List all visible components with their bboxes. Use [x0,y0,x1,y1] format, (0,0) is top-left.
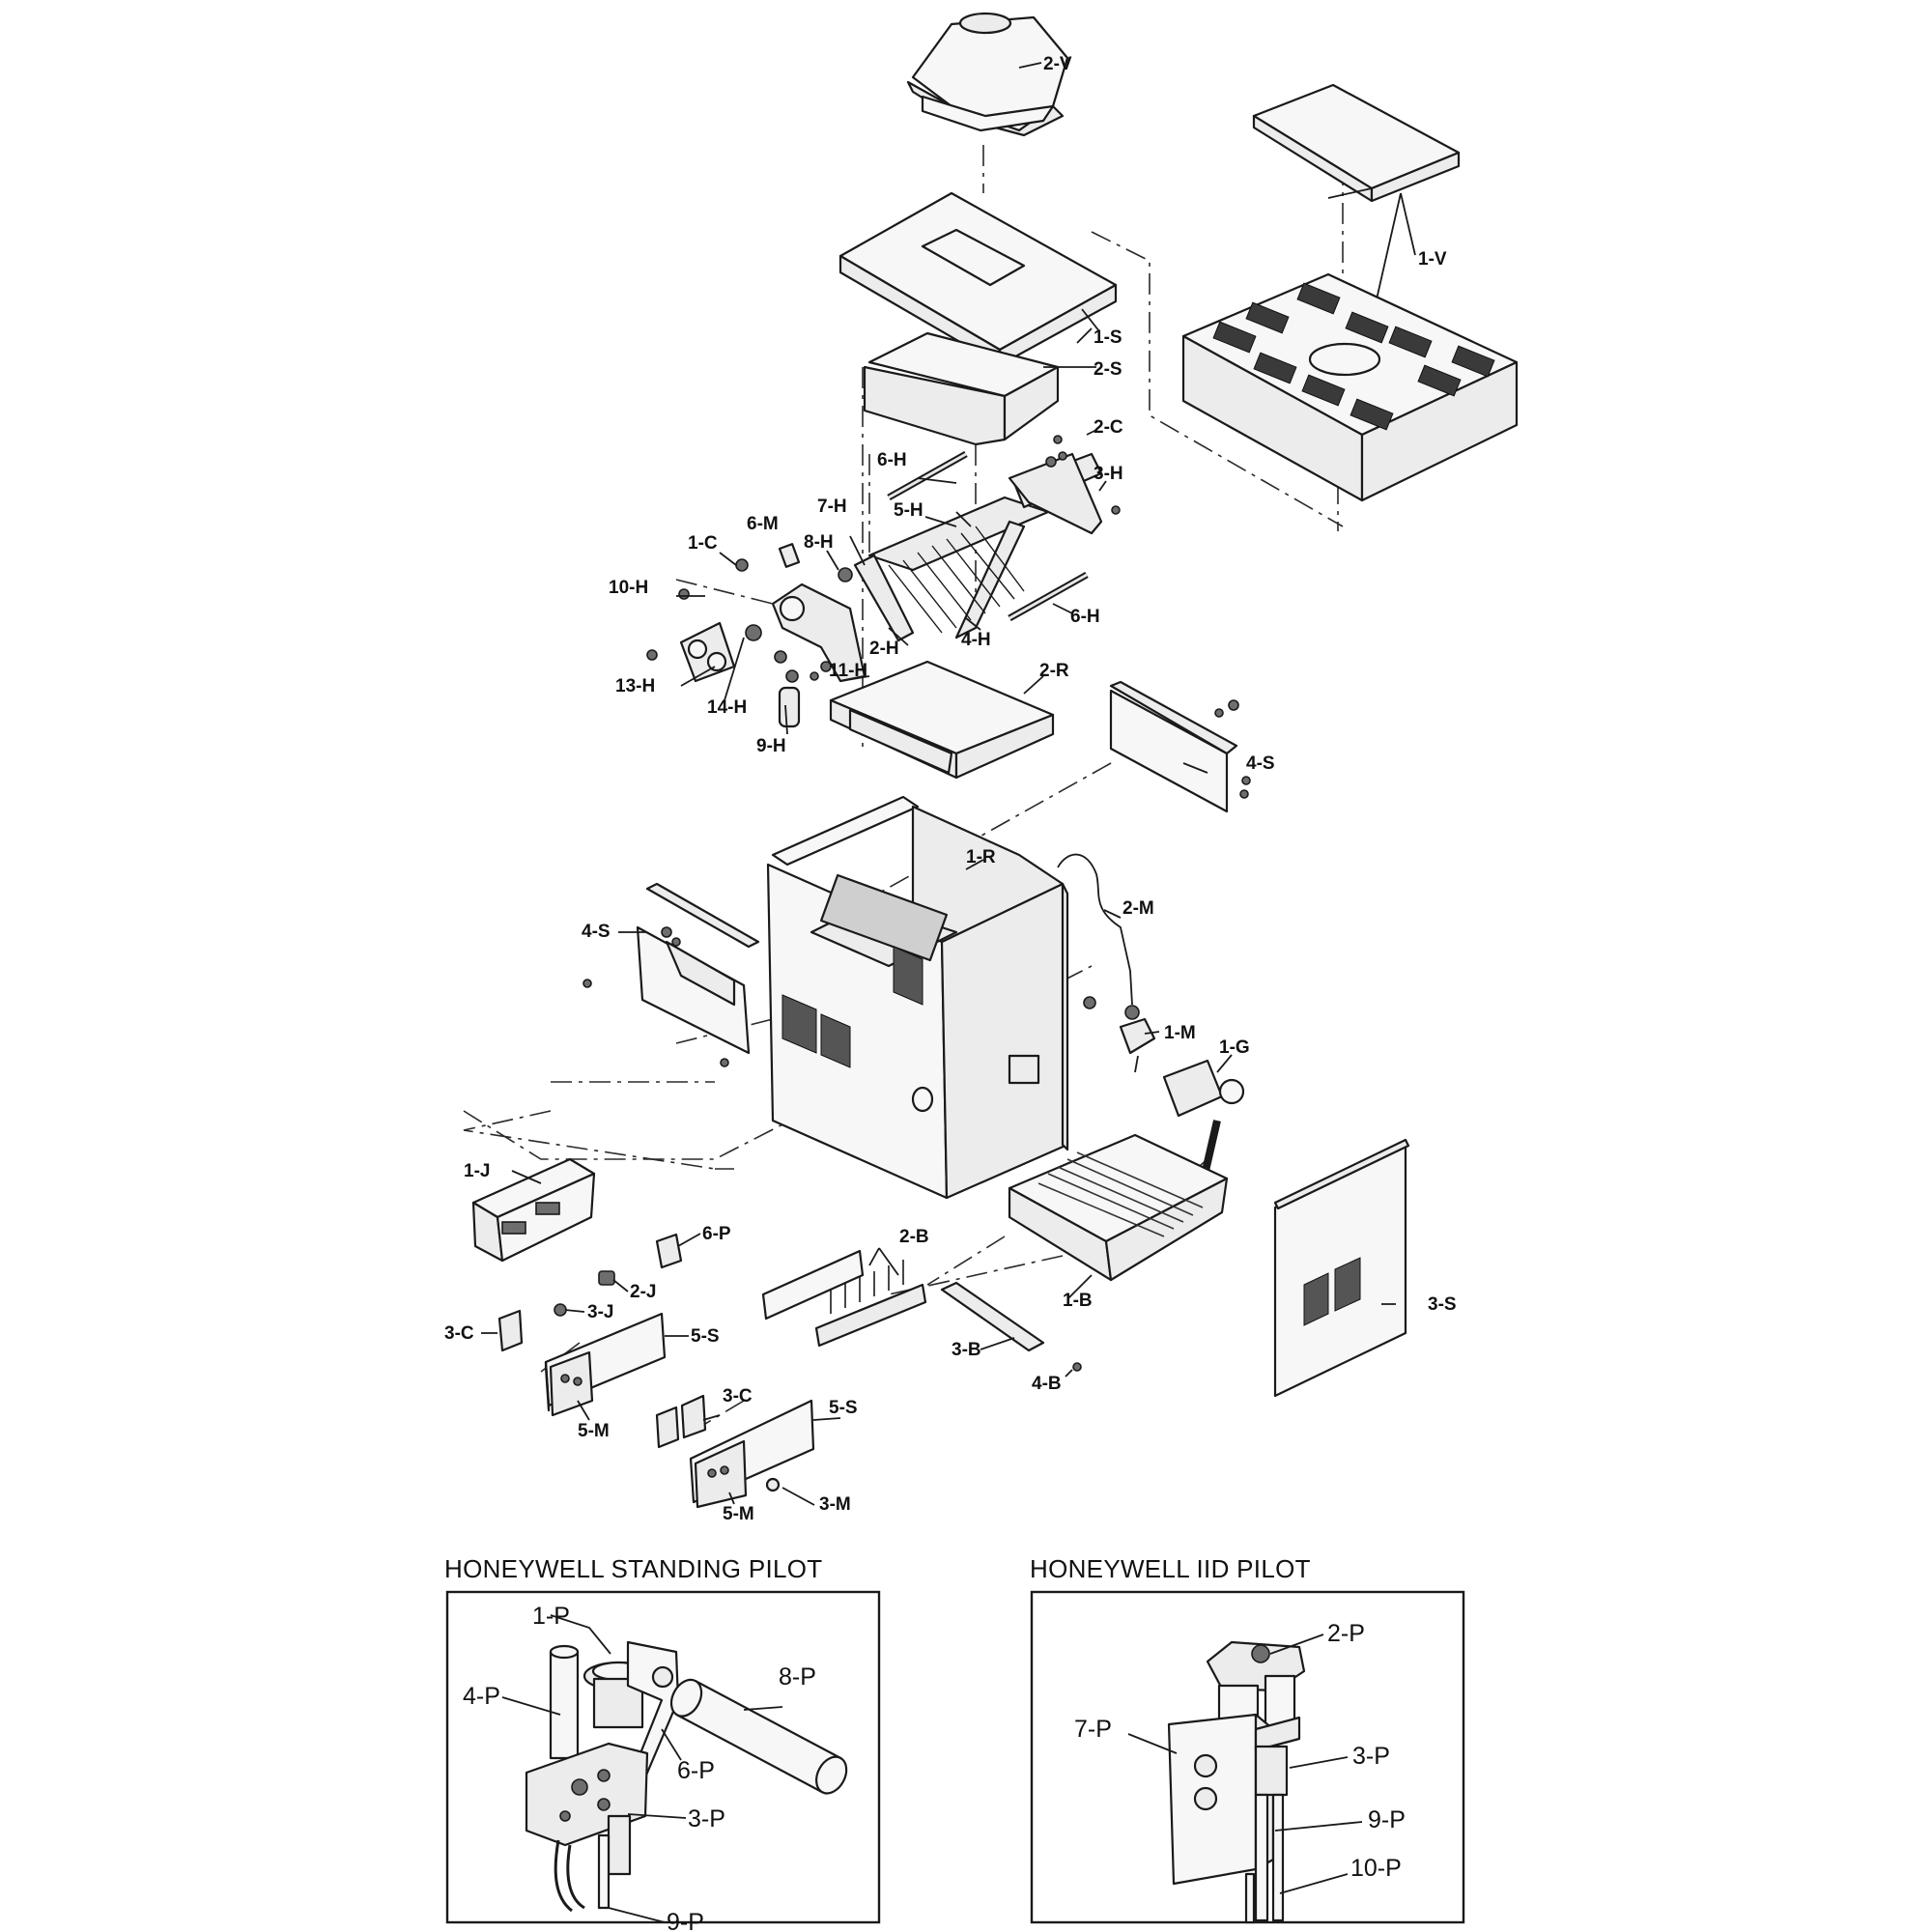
small-hardware [646,435,1067,728]
pilot-tube-4p [549,1650,580,1760]
control-3c-b [655,1394,707,1449]
vent-box-1v [1181,272,1519,502]
callout-2h: 2-H [869,639,899,659]
callout-7h: 7-H [817,497,847,517]
callout-5m-b: 5-M [723,1504,754,1524]
callout-2c: 2-C [1094,417,1123,438]
callout-1r: 1-R [966,847,996,867]
pilot-line-9p [597,1833,611,1910]
label-9p: 9-P [667,1909,704,1932]
callout-5m-a: 5-M [578,1421,610,1441]
pressure-switch-1m [1119,1017,1156,1073]
callout-9h: 9-H [756,736,786,756]
callout-1j: 1-J [464,1161,490,1181]
label-8p: 8-P [779,1663,816,1690]
callout-labels: 2-V 1-V 1-S 2-S 2-C 6-H 3-H 5-H 7-H 6-M … [444,54,1457,1524]
callout-3m: 3-M [819,1494,851,1515]
callout-1v: 1-V [1418,249,1447,270]
label-7p: 7-P [1074,1716,1112,1743]
flue-baffle-2s [863,331,1096,446]
fuse-3j [554,1303,567,1317]
callout-5h: 5-H [894,500,923,521]
vent-lid-1v [1252,83,1461,203]
iid-line-10p [1271,1793,1285,1922]
callout-1b: 1-B [1063,1291,1093,1311]
callout-3s: 3-S [1428,1294,1457,1315]
standing-pilot-panel: HONEYWELL STANDING PILOT [444,1554,881,1932]
callout-6m: 6-M [747,514,779,534]
label-1p: 1-P [532,1603,570,1630]
callout-2j: 2-J [630,1282,656,1302]
callout-13h: 13-H [615,676,655,696]
label-4p: 4-P [463,1683,500,1710]
screw-4b [1072,1362,1082,1372]
callout-3j: 3-J [587,1302,613,1322]
main-cabinet-1r [766,795,1096,1200]
label-3p: 3-P [688,1805,725,1833]
callout-2b: 2-B [899,1227,929,1247]
label-10p: 10-P [1350,1855,1402,1882]
connector-2j [598,1270,615,1286]
callout-2m: 2-M [1122,898,1154,919]
callout-2s: 2-S [1094,359,1122,380]
callout-5s-a: 5-S [691,1326,720,1347]
iid-pilot-panel: HONEYWELL IID PILOT 2-P 7-P 3-P 9-P 10-P [1030,1554,1465,1924]
callout-leaders [481,327,1396,1506]
iid-pilot-title: HONEYWELL IID PILOT [1030,1554,1311,1583]
callout-2v: 2-V [1043,54,1072,74]
callout-3c-a: 3-C [444,1323,474,1344]
knob-3m [765,1477,781,1492]
callout-1c: 1-C [688,533,718,554]
callout-1g: 1-G [1219,1037,1250,1058]
standing-pilot-title: HONEYWELL STANDING PILOT [444,1554,823,1583]
gas-valve-1g [1162,1059,1245,1184]
callout-3c-b: 3-C [723,1386,753,1406]
control-3c-a [497,1309,524,1352]
side-panel-4s-left [582,882,760,1067]
callout-2r: 2-R [1039,661,1069,681]
control-5m-b [694,1439,748,1509]
callout-14h: 14-H [707,697,747,718]
label-2p: 2-P [1327,1620,1365,1647]
tray-2r [829,660,1055,780]
callout-6p: 6-P [702,1224,731,1244]
callout-3h: 3-H [1094,464,1123,484]
label-6p: 6-P [677,1757,715,1784]
label-3p-iid: 3-P [1352,1743,1390,1770]
callout-8h: 8-H [804,532,834,553]
callout-1m: 1-M [1164,1023,1196,1043]
front-panel-3s [1273,1138,1410,1398]
wire-harness-2m [1057,853,1140,1020]
burner-bracket-2b [761,1249,927,1348]
iid-line-9p [1254,1793,1269,1922]
callout-4s-left: 4-S [582,922,611,942]
burner-tray-1b [1008,1133,1229,1282]
callout-5s-b: 5-S [829,1398,858,1418]
callout-11h: 11-H [829,661,867,681]
junction-box-1j [471,1157,596,1263]
burner-rail-3b [940,1281,1045,1352]
callout-6h-b: 6-H [1070,607,1100,627]
pilot-thermocouple-3p [607,1814,632,1876]
flange-13h [679,621,736,683]
terminal-6p [655,1233,683,1269]
callout-10h: 10-H [609,578,648,598]
control-5m-a [549,1350,594,1417]
label-9p-iid: 9-P [1368,1806,1406,1833]
callout-6h-a: 6-H [877,450,907,470]
callout-1s: 1-S [1094,327,1122,348]
vent-hood-2v [906,12,1069,137]
flue-collector-1s [838,191,1118,367]
side-panel-4s-right [1109,680,1251,813]
baffle-bars-6h [887,450,1089,622]
callout-3b: 3-B [952,1340,981,1360]
pilot-hood-8p [669,1678,848,1795]
iid-thermocouple-3p [1254,1745,1289,1797]
callout-4h: 4-H [961,630,991,650]
callout-4b: 4-B [1032,1374,1062,1394]
callout-4s-right: 4-S [1246,753,1275,774]
